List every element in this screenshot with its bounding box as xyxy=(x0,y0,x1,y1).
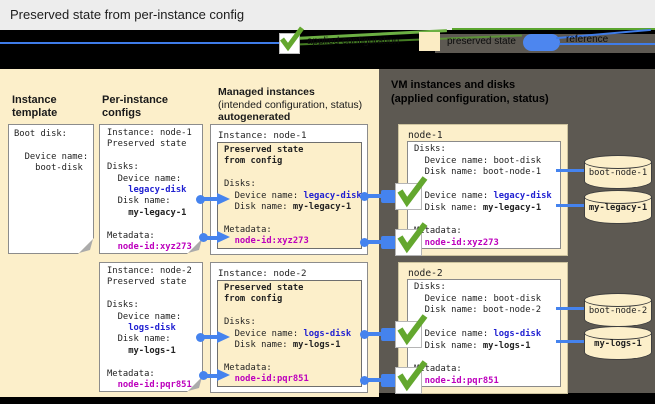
disk-cylinder-my-legacy-1: my-legacy-1 xyxy=(583,190,652,224)
vm-box-node-2: node-2 Disks: Device name: boot-disk Dis… xyxy=(398,262,568,394)
arrow-dot xyxy=(196,333,205,342)
folded-corner-icon xyxy=(78,238,94,254)
managed-header-line3: autogenerated xyxy=(218,111,291,123)
folded-corner-icon xyxy=(187,376,203,392)
disk-cylinder-my-logs-1: my-logs-1 xyxy=(583,326,652,360)
reference-rect xyxy=(381,236,396,249)
check-icon xyxy=(395,176,428,210)
arrow-line xyxy=(366,378,382,382)
arrow-dot xyxy=(360,238,369,247)
column-header-per-instance-configs: Per-instance configs xyxy=(102,94,169,119)
legend-band: applied configuration preserved state re… xyxy=(0,26,655,69)
cylinder-top xyxy=(583,326,652,340)
arrow-dot xyxy=(199,371,208,380)
disk-connector-line xyxy=(556,169,589,172)
title-bar: Preserved state from per-instance config xyxy=(0,0,655,30)
vm-panel-header-line1: VM instances and disks xyxy=(391,79,516,91)
disk-connector-line xyxy=(556,340,589,343)
disk-connector-line xyxy=(556,204,589,207)
disk-label: my-legacy-1 xyxy=(588,203,648,213)
vm-node-1-text: Disks: Device name: boot-disk Disk name:… xyxy=(414,144,552,248)
column-header-instance-template: Instance template xyxy=(12,94,58,119)
reference-arrow-icon xyxy=(523,34,560,51)
cylinder-top xyxy=(583,155,652,169)
arrow-line xyxy=(201,197,217,201)
arrow-head-icon xyxy=(217,193,230,205)
arrow-head-icon xyxy=(217,369,230,381)
disk-label: boot-node-2 xyxy=(588,306,648,316)
vm-node-2-title: node-2 xyxy=(408,268,443,279)
vm-node-1-title: node-1 xyxy=(408,130,443,141)
disk-cylinder-boot-node-1: boot-node-1 xyxy=(583,155,652,189)
legend-label-preserved: preserved state xyxy=(447,36,516,47)
arrow-dot xyxy=(360,330,369,339)
managed-node-2-title: Instance: node-2 xyxy=(218,268,307,279)
vm-node-2-state-box: Disks: Device name: boot-disk Disk name:… xyxy=(407,279,561,387)
page-title: Preserved state from per-instance config xyxy=(10,7,245,22)
arrow-head-icon xyxy=(217,231,230,243)
check-icon xyxy=(395,222,428,256)
cylinder-top xyxy=(583,293,652,307)
green-top-line xyxy=(452,28,655,30)
reference-line-right xyxy=(559,43,655,45)
arrow-line xyxy=(366,332,382,336)
vm-node-2-text: Disks: Device name: boot-disk Disk name:… xyxy=(414,282,542,386)
reference-rect xyxy=(381,190,396,203)
check-icon xyxy=(395,360,428,394)
check-icon xyxy=(279,26,305,54)
arrow-line xyxy=(204,374,217,378)
legend-label-reference: reference xyxy=(566,34,609,45)
arrow-line xyxy=(366,240,382,244)
vm-node-1-state-box: Disks: Device name: boot-disk Disk name:… xyxy=(407,141,561,249)
folded-corner-icon xyxy=(187,238,203,254)
reference-line xyxy=(0,42,280,44)
reference-rect xyxy=(381,328,396,341)
instance-template-doc: Boot disk: Device name: boot-disk xyxy=(8,124,94,254)
vm-box-node-1: node-1 Disks: Device name: boot-disk Dis… xyxy=(398,124,568,256)
arrow-line xyxy=(366,194,382,198)
arrow-dot xyxy=(196,195,205,204)
cylinder-top xyxy=(583,190,652,204)
column-header-managed-instances: Managed instances (intended configuratio… xyxy=(218,86,362,124)
managed-node-1-title: Instance: node-1 xyxy=(218,130,307,141)
check-icon xyxy=(395,314,428,348)
arrow-dot xyxy=(360,376,369,385)
vm-panel-header-line2: (applied configuration, status) xyxy=(391,92,549,105)
vm-panel-header: VM instances and disks (applied configur… xyxy=(391,79,549,106)
arrow-dot xyxy=(199,233,208,242)
arrow-line xyxy=(204,236,217,240)
managed-header-line1: Managed instances xyxy=(218,86,315,98)
disk-label: boot-node-1 xyxy=(588,168,648,178)
instance-template-text: Boot disk: Device name: boot-disk xyxy=(14,129,89,174)
arrow-line xyxy=(201,335,217,339)
disk-connector-line xyxy=(556,307,589,310)
preserved-state-swatch xyxy=(419,32,440,51)
disk-cylinder-boot-node-2: boot-node-2 xyxy=(583,293,652,327)
disk-label: my-logs-1 xyxy=(594,339,642,349)
managed-header-line2: (intended configuration, status) xyxy=(218,98,363,111)
legend-label-applied: applied configuration xyxy=(307,36,400,47)
arrow-dot xyxy=(360,192,369,201)
reference-rect xyxy=(381,374,396,387)
arrow-head-icon xyxy=(217,331,230,343)
